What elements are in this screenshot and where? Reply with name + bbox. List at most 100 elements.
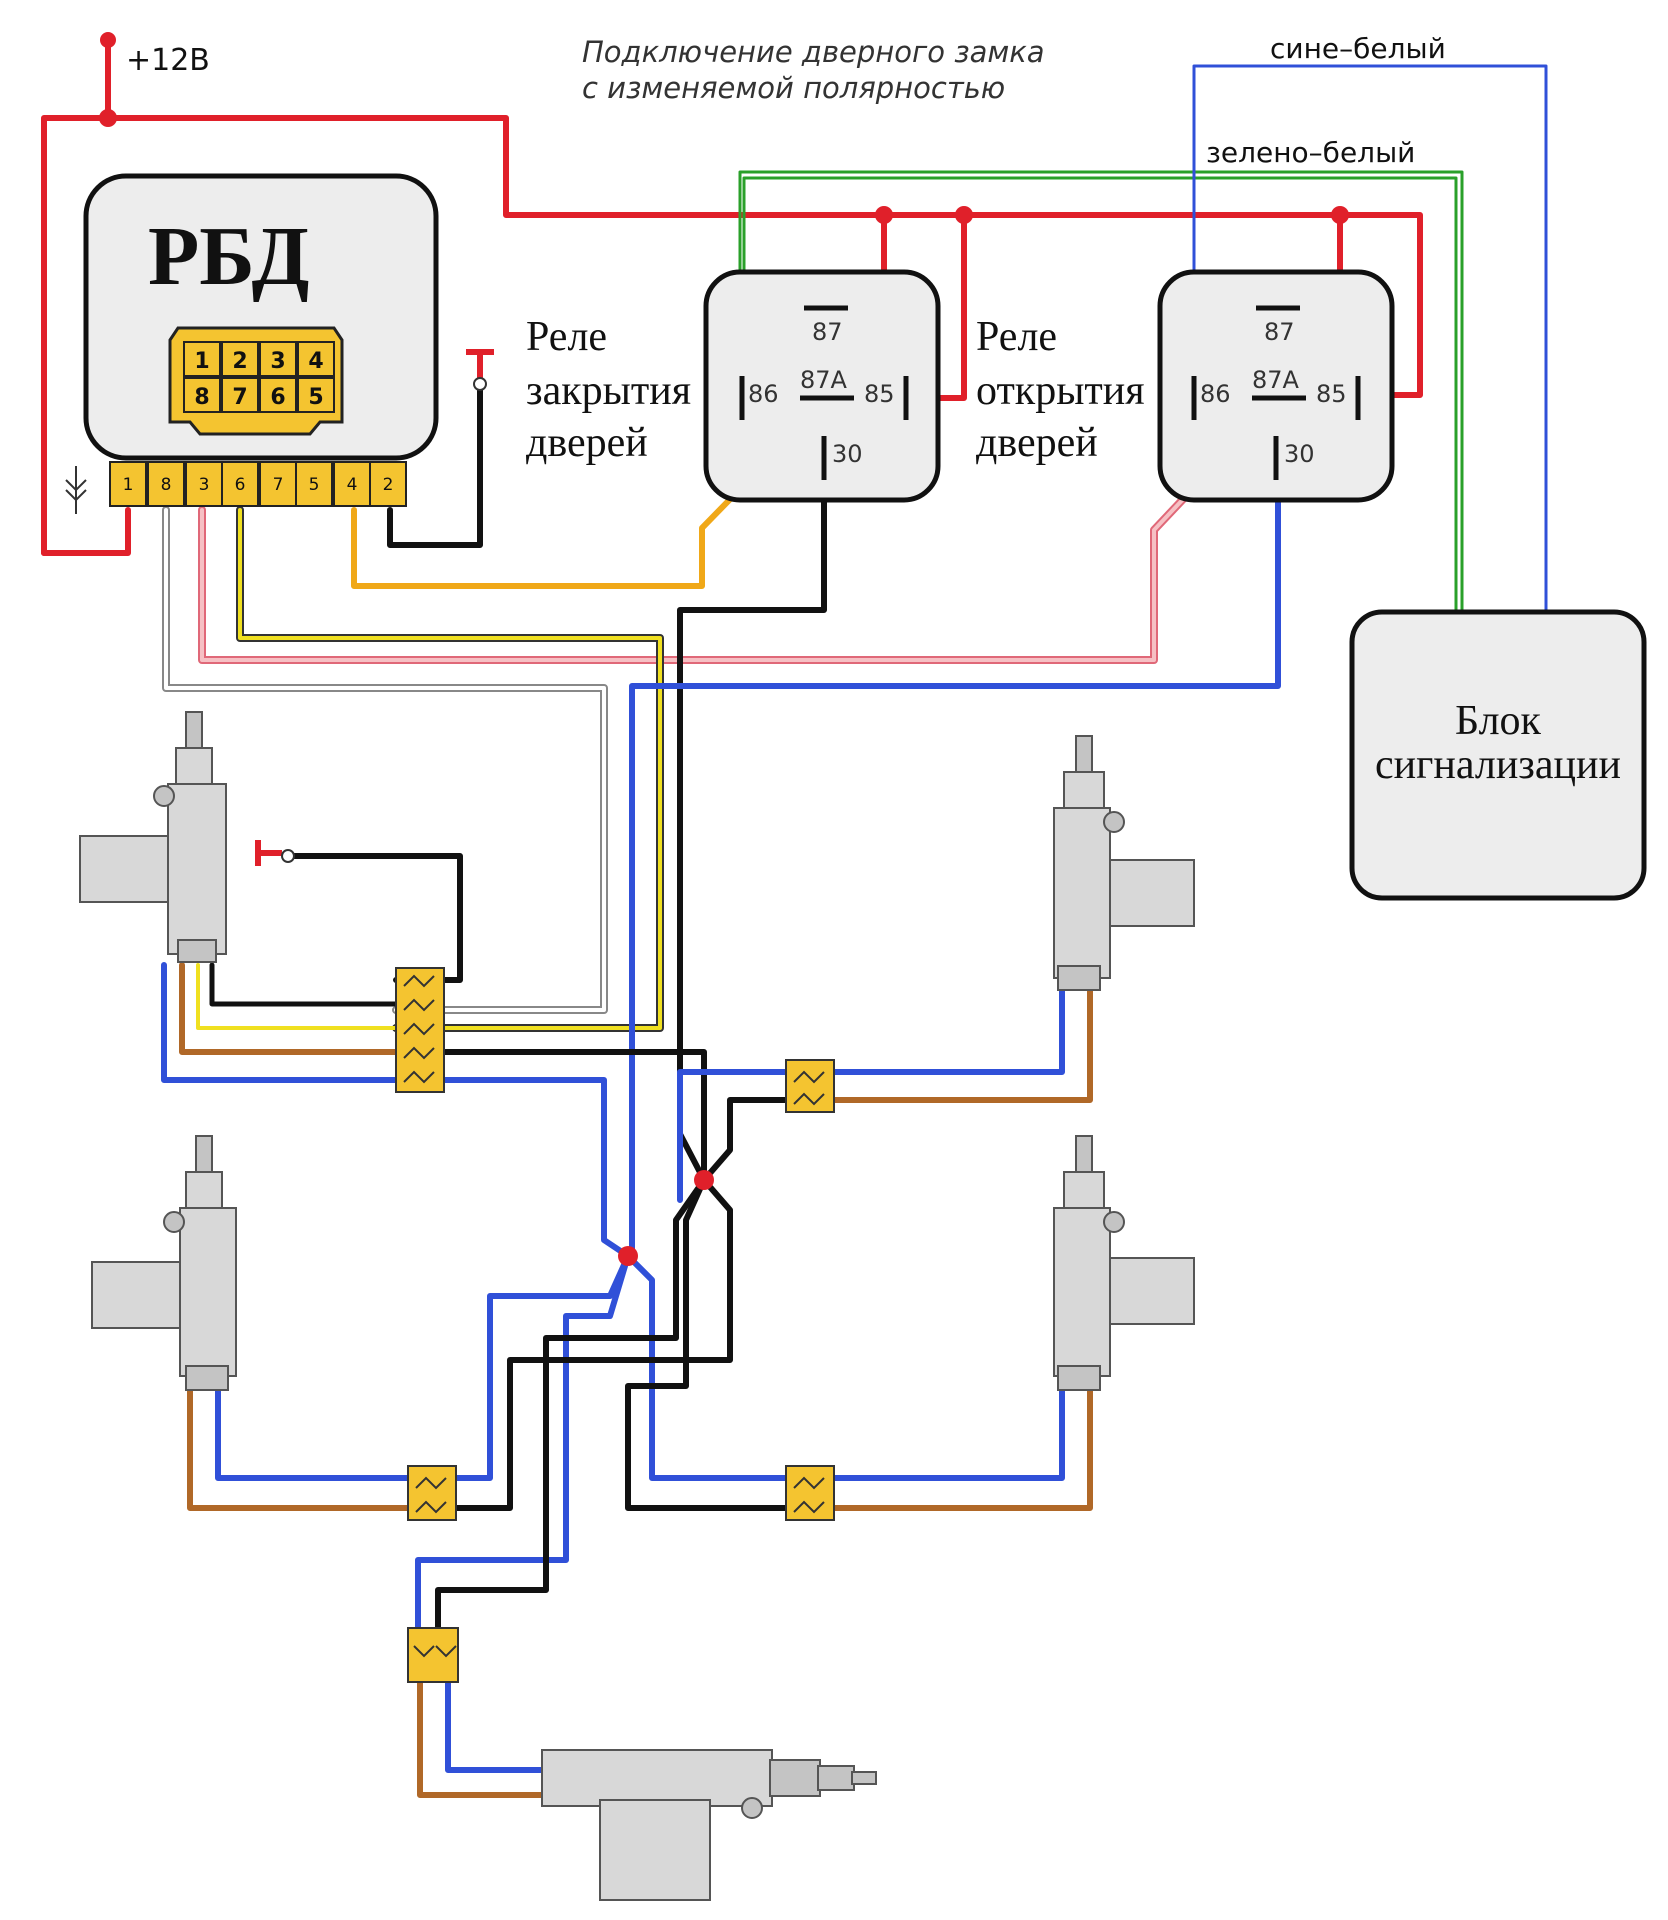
rbd-pin-label: 4 (347, 475, 358, 495)
alarm-unit-box (1349, 609, 1647, 901)
wire-rr-brown (831, 1387, 1093, 1511)
rbd-pin-label: 3 (199, 475, 210, 495)
junction-dot (618, 1246, 638, 1266)
wire-blue-to-rr (625, 1253, 789, 1481)
connector-clip-trunk (407, 1627, 459, 1683)
wire-fl-brown (179, 962, 399, 1055)
wire-yellow-core (238, 508, 662, 1030)
relay-pin-85: 85 (864, 380, 895, 408)
wire-black-to-rl (453, 1177, 733, 1511)
connector-clip-rear-right (785, 1465, 835, 1521)
relay-pin-86: 86 (1200, 380, 1231, 408)
wire-red-bus (41, 115, 1423, 556)
relay-pin-85: 85 (1316, 380, 1347, 408)
connector-clip-front-right (785, 1059, 835, 1113)
wire-white-core (164, 508, 606, 1012)
relay-close-box (703, 269, 941, 503)
connector-pin-label: 8 (194, 385, 209, 410)
wire-black-to-fr (701, 1097, 789, 1183)
rbd-pin-label: 6 (235, 475, 246, 495)
rbd-bottom-pins: 1 8 3 6 7 5 4 2 (109, 461, 407, 507)
relay-open-label-2: открытия (976, 368, 1145, 414)
relay-pin-87: 87 (1264, 318, 1295, 346)
junction-dot (875, 206, 893, 224)
rbd-connector-pins: 1 2 3 4 8 7 6 5 (183, 341, 335, 413)
rbd-pin-label: 2 (383, 475, 394, 495)
junction-dot (100, 32, 116, 48)
relay-close-label-2: закрытия (526, 368, 691, 414)
relay-open-label-3: дверей (976, 420, 1098, 466)
wire-blue-relay2-30 (629, 467, 1281, 1259)
relay-pin-87: 87 (812, 318, 843, 346)
connector-pin-label: 2 (232, 349, 247, 374)
connector-pin-label: 3 (270, 349, 285, 374)
wire-blue-to-trunk (415, 1253, 631, 1643)
wire-fr-blue (831, 987, 1065, 1075)
junction-dot (99, 109, 117, 127)
wire-rr-blue (831, 1387, 1065, 1481)
alarm-unit-label-1: Блок (1455, 698, 1542, 744)
wire-red-rbd-pin1 (41, 507, 131, 556)
rbd-unit: РБД 1 2 3 4 8 7 6 5 (83, 173, 439, 507)
wire-fl-clip-black-out (441, 1049, 707, 1183)
wire-trunk-brown (417, 1679, 547, 1798)
connector-pin-label: 1 (194, 349, 209, 374)
relay-close: 87 86 87A 85 30 (703, 269, 941, 503)
rbd-pin-label: 8 (161, 475, 172, 495)
relay-close-label-1: Реле (526, 314, 607, 360)
rbd-label: РБД (148, 210, 309, 303)
relay-pin-86: 86 (748, 380, 779, 408)
lock-actuator-front-right (1053, 735, 1195, 991)
connector-pin-label: 5 (308, 385, 323, 410)
wire-black-to-trunk (435, 1177, 707, 1643)
power-label: +12В (126, 43, 210, 78)
connector-clip-front-left (395, 967, 445, 1093)
alarm-unit-label-2: сигнализации (1375, 742, 1621, 788)
lock-actuator-rear-left (91, 1135, 237, 1391)
relay-open-box (1157, 269, 1395, 503)
wire-blue-to-fr (677, 1069, 789, 1203)
relay-close-label-3: дверей (526, 420, 648, 466)
wire-black-relay1-30 (677, 437, 827, 1183)
connector-pin-label: 7 (232, 385, 247, 410)
wires-layer (41, 32, 1548, 1798)
wire-fr-brown (831, 987, 1093, 1103)
wire-fl-blue (161, 962, 399, 1083)
door-switch-icon (255, 840, 295, 866)
wire-label-green-white: зелено–белый (1206, 136, 1415, 169)
lock-actuator-front-left (79, 711, 227, 963)
wire-label-blue-white: сине–белый (1270, 32, 1446, 65)
junction-dot (694, 1170, 714, 1190)
relay-pin-87a: 87A (1252, 366, 1300, 394)
wire-fl-black (209, 962, 399, 1007)
rbd-pin-label: 1 (123, 475, 134, 495)
wire-blue-to-rl (453, 1253, 631, 1481)
wire-fl-yellow (196, 963, 398, 1030)
wire-trunk-blue (445, 1679, 547, 1773)
wire-rl-brown (187, 1387, 411, 1511)
junction-dot (1331, 206, 1349, 224)
door-switch-icon (466, 349, 494, 391)
connector-pin-label: 4 (308, 349, 323, 374)
connector-clip-rear-left (407, 1465, 457, 1521)
rbd-pin-label: 7 (273, 475, 284, 495)
relay-open: 87 86 87A 85 30 (1157, 269, 1395, 503)
lock-actuator-rear-right (1053, 1135, 1195, 1391)
antenna-icon (65, 466, 87, 514)
lock-actuator-trunk (541, 1749, 877, 1901)
wire-black-switch (285, 853, 463, 983)
relay-pin-87a: 87A (800, 366, 848, 394)
connector-pin-label: 6 (270, 385, 285, 410)
relay-open-label-1: Реле (976, 314, 1057, 360)
relay-pin-30: 30 (832, 440, 863, 468)
diagram-title-line1: Подключение дверного замка (582, 35, 1045, 69)
wire-black-ground (387, 382, 483, 548)
rbd-pin-label: 5 (309, 475, 320, 495)
wire-fl-clip-blue-out (441, 1077, 631, 1259)
relay-pin-30: 30 (1284, 440, 1315, 468)
junction-dot (955, 206, 973, 224)
wire-blue-white (1192, 64, 1548, 614)
wire-black-to-rr (625, 1177, 789, 1511)
wire-rl-blue (215, 1387, 411, 1481)
